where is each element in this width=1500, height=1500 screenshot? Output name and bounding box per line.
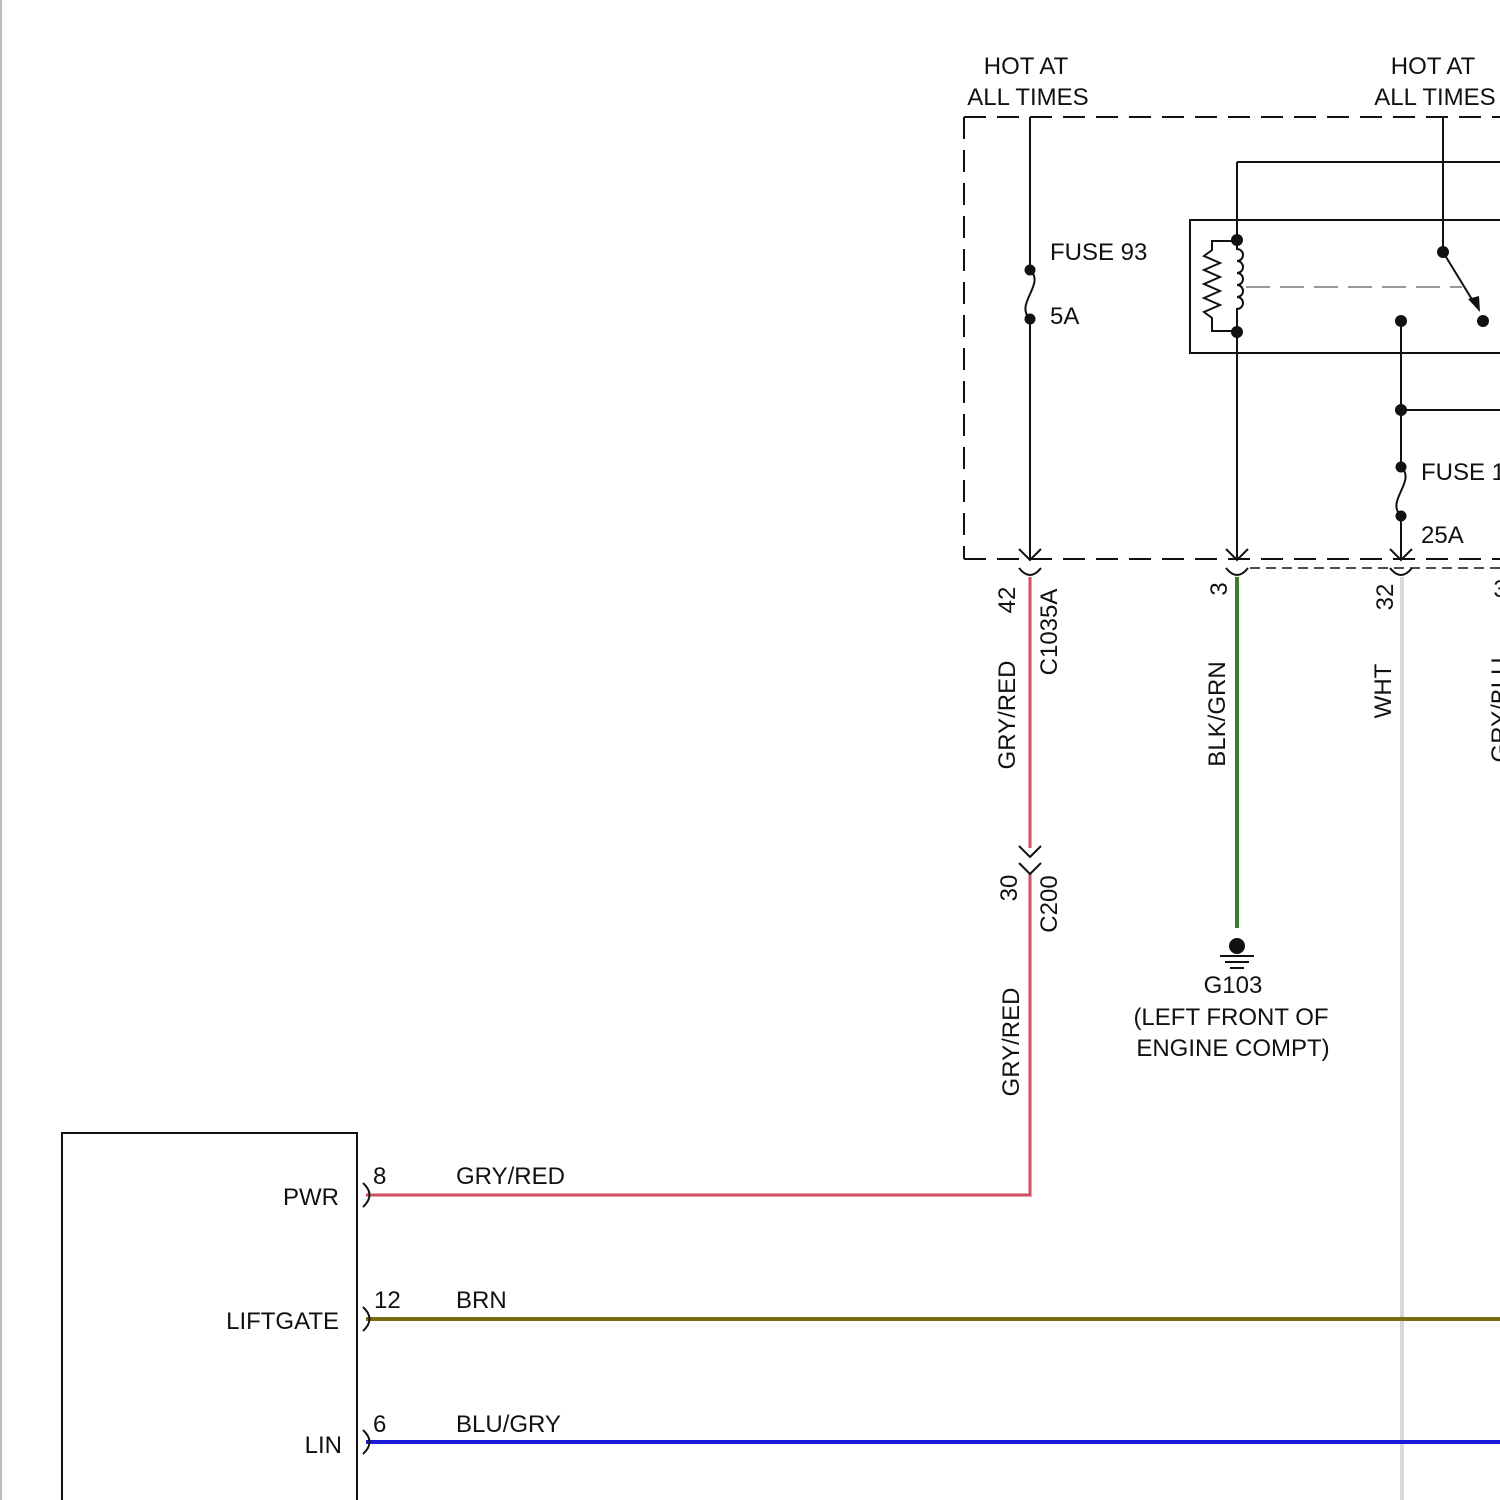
connector-pin-30: 30: [996, 875, 1023, 902]
fuse-93-circuit: [1019, 117, 1041, 560]
module-pin-label-liftgate: LIFTGATE: [226, 1308, 339, 1335]
wire-label-gry-red-upper: GRY/RED: [994, 661, 1021, 770]
wire-gry-red: [366, 577, 1030, 1195]
connector-pin-32: 32: [1372, 584, 1399, 611]
fuse-93-rating: 5A: [1050, 303, 1079, 330]
module-pin-number-8: 8: [373, 1163, 386, 1190]
module-pin-label-pwr: PWR: [283, 1184, 339, 1211]
ground-location-line1: (LEFT FRONT OF: [1133, 1004, 1328, 1031]
connector-c200-label: C200: [1036, 875, 1063, 932]
module-pin-number-6: 6: [373, 1411, 386, 1438]
power-distribution-box: [964, 117, 1500, 568]
ground-location-line2: ENGINE COMPT): [1136, 1035, 1329, 1062]
wire-label-wht: WHT: [1370, 663, 1397, 718]
wire-label-brn: BRN: [456, 1287, 507, 1314]
hot-at-all-times-right-line2: ALL TIMES: [1374, 84, 1495, 111]
connector-pin-3: 3: [1206, 582, 1233, 595]
wire-label-gry-blu-partial: GRY/BLU: [1487, 658, 1500, 763]
ground-g103-label: G103: [1204, 972, 1263, 999]
fuse-right-rating: 25A: [1421, 522, 1464, 549]
wire-label-gry-red-pwr: GRY/RED: [456, 1163, 565, 1190]
connector-c1035a: [1019, 568, 1412, 575]
wire-label-blu-gry: BLU/GRY: [456, 1411, 561, 1438]
wire-label-blk-grn: BLK/GRN: [1204, 661, 1231, 766]
fuse-93-label: FUSE 93: [1050, 239, 1147, 266]
connector-c1035a-label: C1035A: [1036, 589, 1063, 676]
connector-pin-partial: 3: [1493, 576, 1500, 603]
ground-symbol: [1220, 938, 1254, 968]
wire-label-gry-red-lower: GRY/RED: [998, 988, 1025, 1097]
relay: [1190, 117, 1500, 560]
connector-pin-42: 42: [994, 587, 1021, 614]
hot-at-all-times-left-line1: HOT AT: [984, 53, 1069, 80]
hot-at-all-times-right-line1: HOT AT: [1391, 53, 1476, 80]
connector-c200: [1019, 846, 1041, 874]
fuse-right-label: FUSE 1: [1421, 459, 1500, 486]
hot-at-all-times-left-line2: ALL TIMES: [967, 84, 1088, 111]
module-pin-number-12: 12: [374, 1287, 401, 1314]
module-pin-label-lin: LIN: [305, 1432, 342, 1459]
